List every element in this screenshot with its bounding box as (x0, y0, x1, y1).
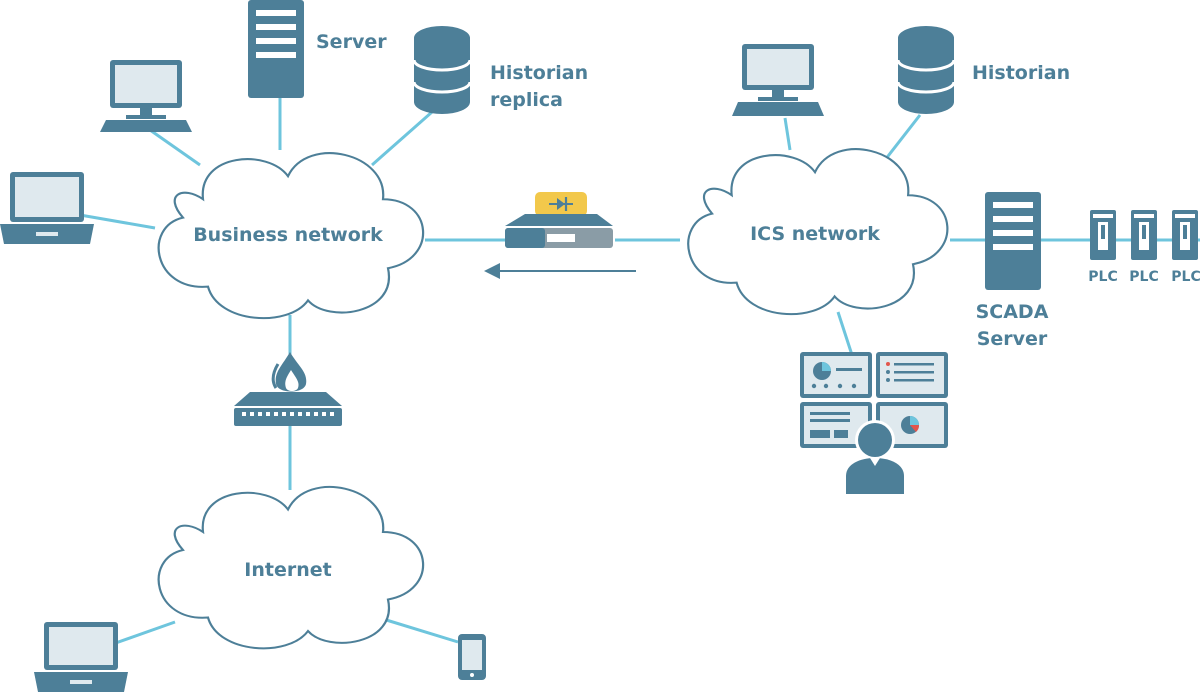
link-ics-operator (836, 311, 854, 356)
firewall-icon (234, 352, 342, 426)
database-icon (896, 26, 956, 114)
scada-label-line1: SCADA (976, 301, 1049, 323)
link-ics-historian (883, 114, 922, 161)
internet-label: Internet (244, 559, 331, 581)
database-icon (412, 26, 472, 114)
data-diode-icon (505, 192, 613, 248)
plc-icon (1090, 210, 1116, 260)
smartphone-icon (458, 634, 486, 680)
flow-direction-arrow (484, 263, 636, 279)
server-tower-icon (985, 192, 1041, 290)
operator-console-icon (800, 352, 948, 494)
laptop-icon (0, 172, 94, 244)
plc-label: PLC (1088, 269, 1117, 285)
desktop-computer-icon (732, 44, 824, 116)
ics-network-label: ICS network (750, 223, 880, 245)
link-business-workstation (149, 128, 201, 167)
desktop-computer-icon (100, 60, 192, 132)
historian-label: Historian (972, 62, 1070, 84)
server-tower-icon (248, 0, 304, 98)
link-business-laptop (79, 213, 156, 230)
laptop-icon (34, 622, 128, 692)
scada-label-line2: Server (977, 328, 1048, 350)
business-network-label: Business network (193, 224, 383, 246)
link-internet-laptop (109, 620, 176, 647)
server-label: Server (316, 31, 387, 53)
link-ics-workstation (783, 117, 792, 151)
plc-icon (1131, 210, 1157, 260)
plc-icon (1172, 210, 1198, 260)
historian-replica-label-line2: replica (490, 89, 563, 111)
plc-label: PLC (1171, 269, 1200, 285)
plc-label: PLC (1129, 269, 1158, 285)
links (79, 95, 1200, 647)
link-business-historian-replica (371, 110, 433, 167)
historian-replica-label-line1: Historian (490, 62, 588, 84)
